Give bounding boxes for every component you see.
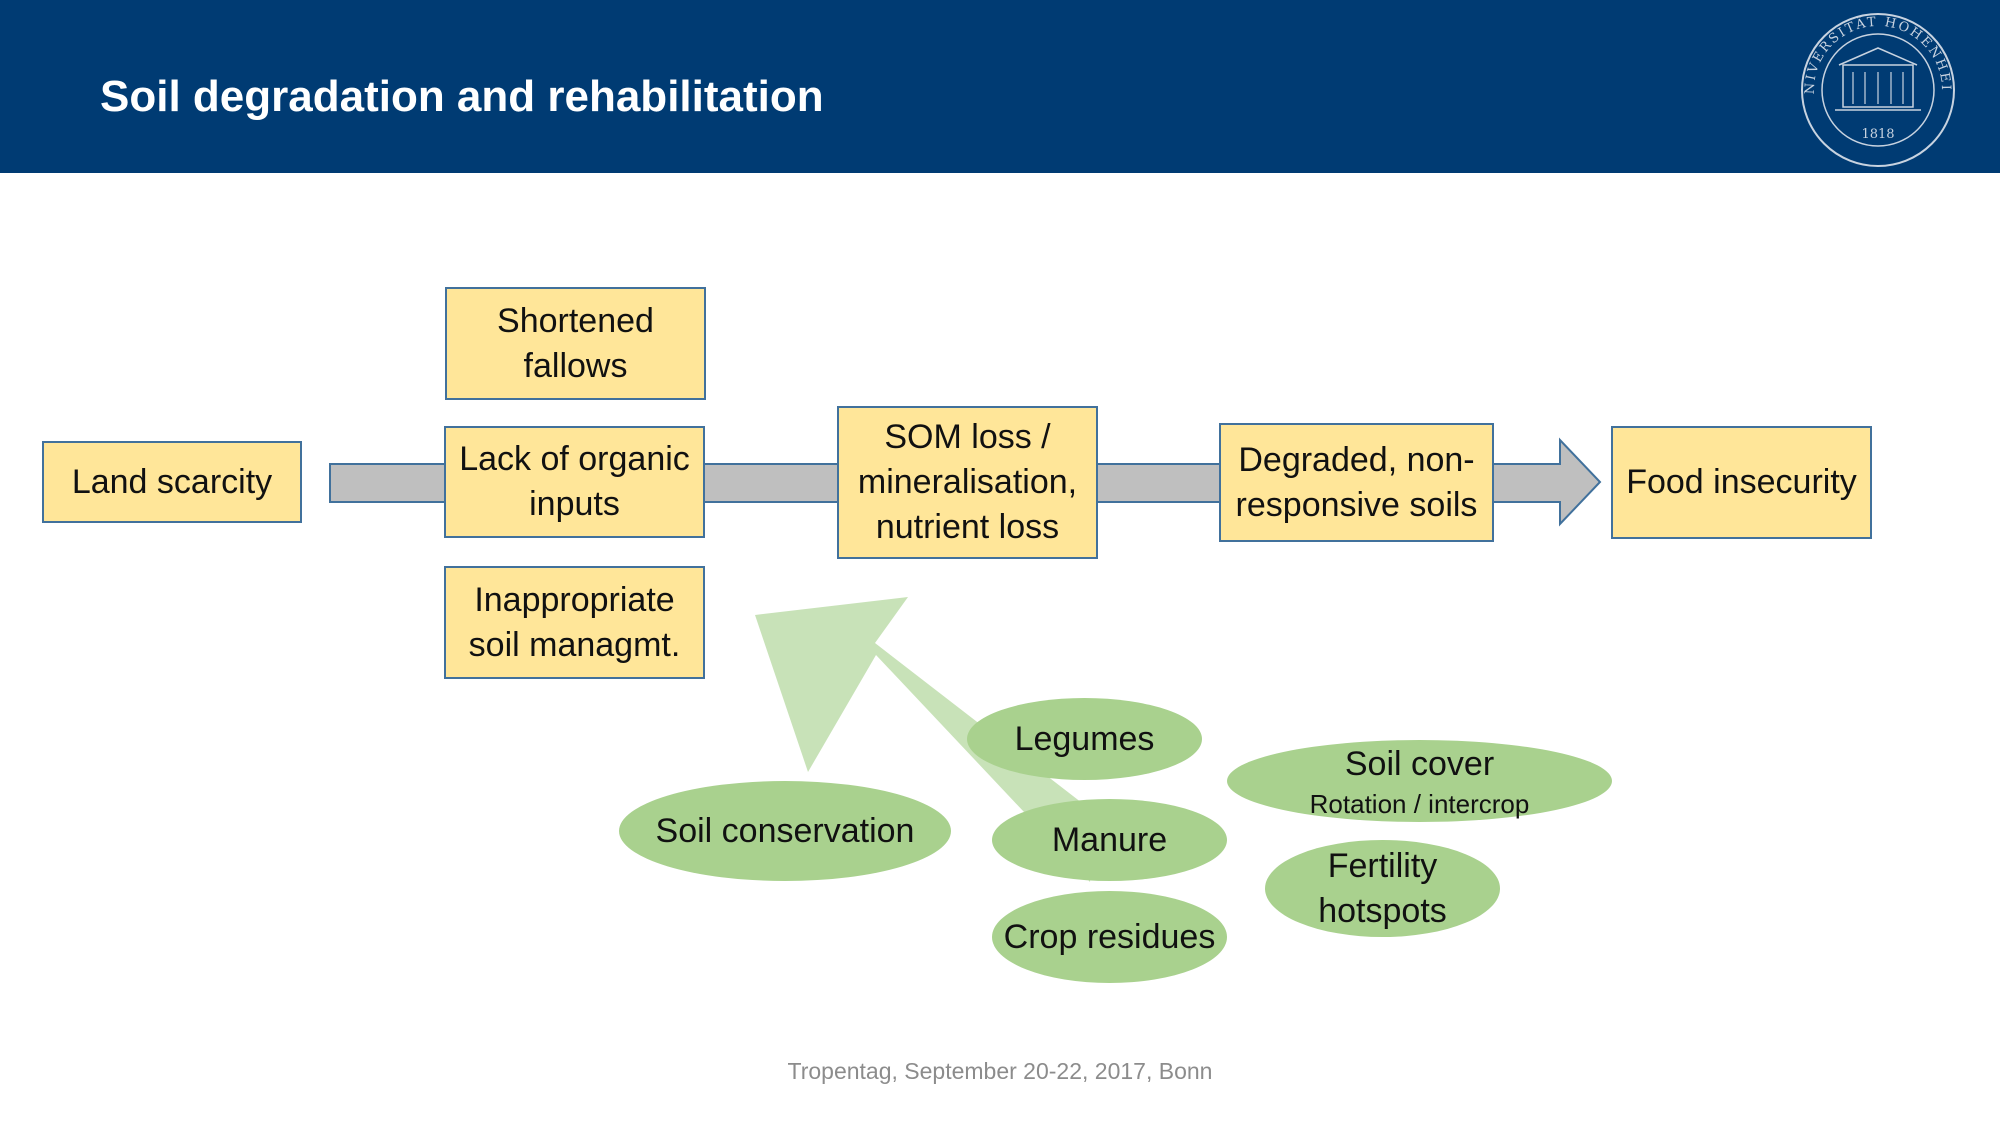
- land-scarcity-box: Land scarcity: [42, 441, 302, 523]
- soil-cover-label: Soil cover: [1344, 744, 1495, 783]
- soil-conservation-label: Soil conservation: [655, 811, 915, 850]
- inappropriate-soil-management-box: Inappropriate soil managmt.: [444, 566, 705, 679]
- seal-year: 1818: [1861, 127, 1894, 142]
- title-bar: Soil degradation and rehabilitation UNIV…: [0, 0, 2000, 173]
- fertility-hotspots-label: Fertility hotspots: [1318, 846, 1447, 930]
- legumes-label: Legumes: [1014, 719, 1155, 758]
- manure-oval: Manure: [992, 799, 1227, 881]
- lack-of-organic-inputs-box: Lack of organic inputs: [444, 426, 705, 538]
- food-insecurity-box: Food insecurity: [1611, 426, 1872, 539]
- crop-residues-oval: Crop residues: [992, 891, 1227, 983]
- degraded-soils-box: Degraded, non-responsive soils: [1219, 423, 1494, 542]
- som-loss-box: SOM loss / mineralisation, nutrient loss: [837, 406, 1098, 559]
- fertility-hotspots-oval: Fertility hotspots: [1265, 840, 1500, 937]
- shortened-fallows-box: Shortened fallows: [445, 287, 706, 400]
- manure-label: Manure: [1051, 820, 1168, 859]
- university-seal-logo: UNIVERSITÄT HOHENHEIM 1818: [1793, 10, 1955, 167]
- soil-conservation-oval: Soil conservation: [619, 781, 951, 881]
- slide-footer: Tropentag, September 20-22, 2017, Bonn: [787, 1058, 1213, 1084]
- crop-residues-label: Crop residues: [1003, 917, 1216, 956]
- slide-title: Soil degradation and rehabilitation: [100, 72, 824, 121]
- soil-cover-sublabel: Rotation / intercrop: [1309, 788, 1530, 819]
- soil-cover-oval: Soil cover Rotation / intercrop: [1227, 740, 1612, 822]
- rehabilitation-arrow: [755, 597, 1095, 882]
- legumes-oval: Legumes: [967, 698, 1202, 780]
